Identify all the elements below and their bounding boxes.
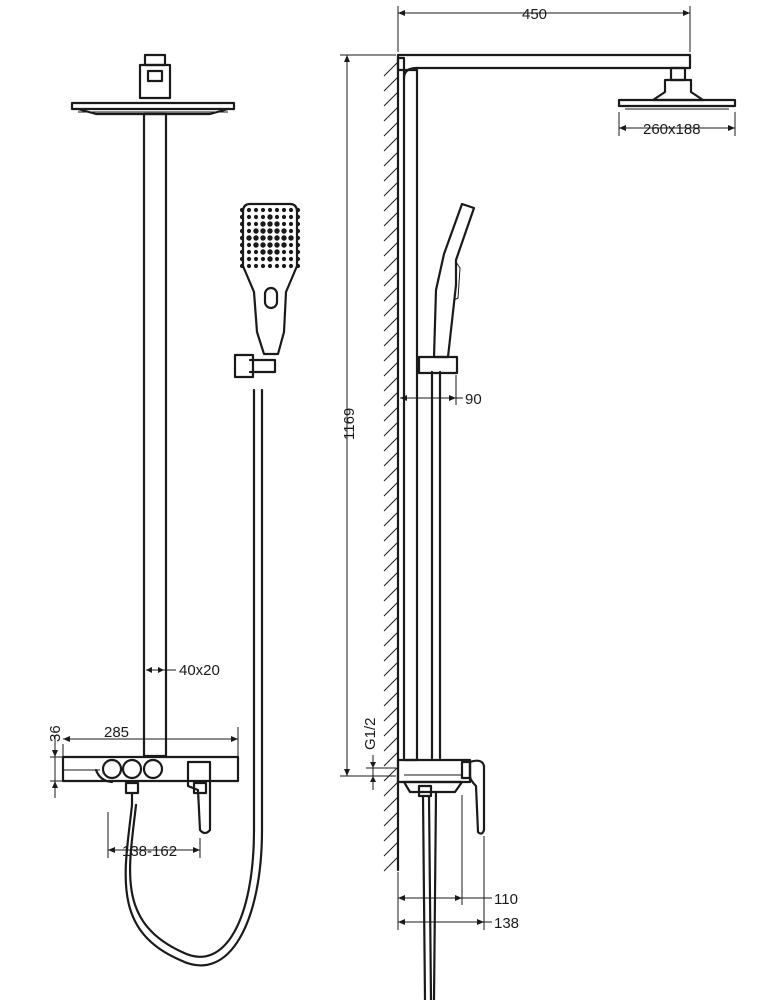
dim-mixer-height: 36: [47, 725, 64, 798]
mixer-lever-front: [186, 760, 212, 835]
dim-depth-mixer: 110: [397, 795, 518, 930]
total-height-label: 1169: [341, 408, 358, 440]
selector-knob-3: [142, 758, 164, 780]
selector-knob-2: [121, 758, 143, 780]
dim-mixer-width: 285: [62, 724, 239, 756]
head-size-label: 260x188: [643, 121, 701, 138]
inlet-centers-label: 138-162: [122, 843, 177, 860]
inlet-thread-label: G1/2: [362, 717, 379, 750]
inlet-fittings: [124, 781, 208, 807]
mixer-height-label: 36: [47, 725, 64, 742]
mixer-width-label: 285: [104, 724, 129, 741]
hand-shower-holder: [233, 353, 277, 379]
dim-arm-length: 450: [397, 6, 691, 52]
depth-mixer-label: 110: [494, 891, 518, 908]
dim-total-height: 1169: [340, 54, 396, 777]
shower-hose-side: [417, 784, 438, 1000]
front-view: 40x20 285: [47, 53, 301, 967]
dim-wall-offset: 90: [400, 375, 482, 408]
mixer-body-front: [61, 755, 240, 835]
wall-offset-label: 90: [465, 391, 482, 408]
arm-length-label: 450: [522, 6, 547, 23]
dim-depth-total: 138: [398, 836, 519, 932]
dim-inlet-thread: G1/2: [362, 717, 396, 790]
mixer-body-side: [396, 758, 486, 835]
selector-knob-1: [101, 758, 123, 780]
rain-head-front: [70, 101, 236, 116]
hand-shower-side: [417, 202, 476, 375]
dim-head-size: 260x188: [618, 112, 736, 138]
depth-total-label: 138: [494, 915, 519, 932]
hand-shower-front: [239, 202, 301, 356]
nozzle-grid: [239, 207, 301, 269]
dim-inlet-centers: 138-162: [107, 812, 201, 860]
rain-head-side: [617, 66, 737, 110]
wall: [383, 53, 400, 872]
shower-hose-front: [124, 388, 264, 967]
pipe-section-label: 40x20: [179, 662, 220, 679]
slide-rail-side: [430, 370, 442, 760]
side-view: 260x188 90: [340, 6, 737, 1000]
shower-arm-side: [396, 53, 692, 80]
ceiling-mount-bracket: [138, 53, 172, 100]
mixer-lever-side: [468, 759, 486, 835]
riser-column-side: [402, 68, 419, 762]
riser-column-front: [142, 112, 168, 758]
dim-pipe-section: 40x20: [146, 662, 220, 679]
